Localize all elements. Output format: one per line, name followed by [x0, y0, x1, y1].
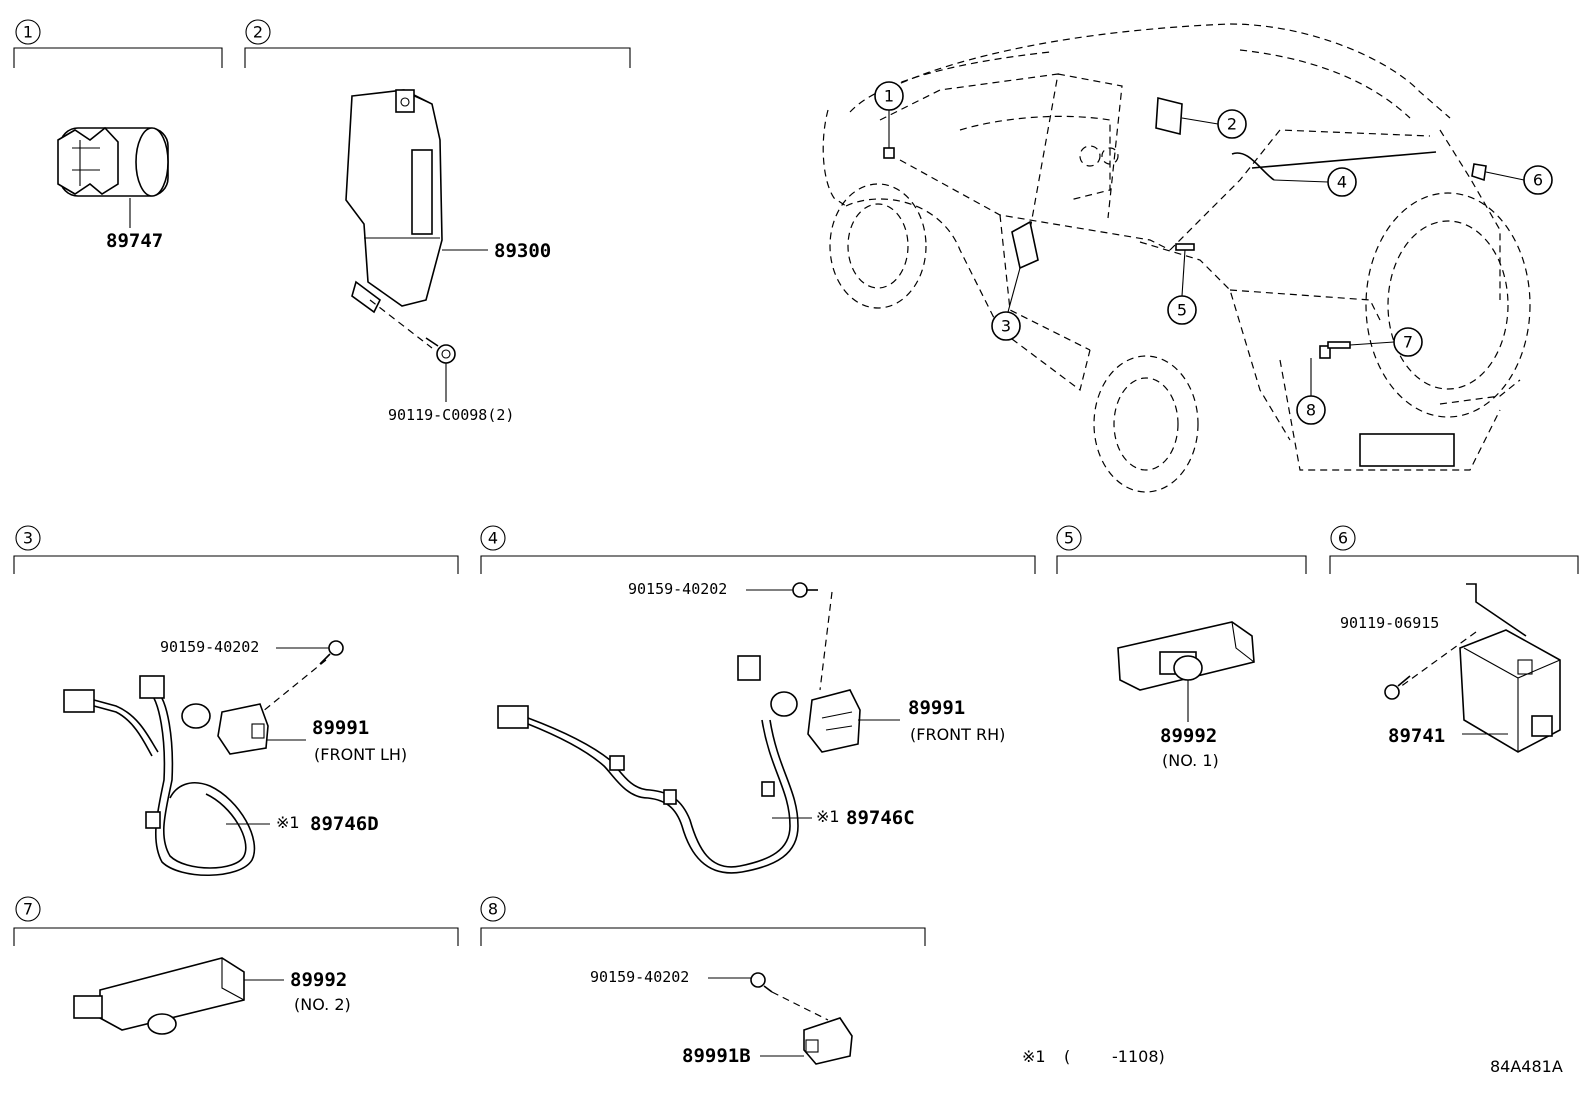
section-1-header: 1 [13, 19, 223, 68]
part-90159-40202-s4-label: 90159-40202 [628, 580, 727, 598]
callout-4: 4 [1337, 173, 1347, 192]
part-89746c-mark: ※1 [816, 807, 840, 826]
part-89746d-label: 89746D [310, 813, 379, 835]
section-7-header: 7 [13, 896, 459, 946]
bolt-icon [425, 337, 456, 364]
callout-7: 7 [1403, 333, 1413, 352]
section-3-number: 3 [23, 529, 33, 548]
part-89991-front-rh-label: 89991 [908, 697, 965, 719]
section-8-header: 8 [480, 896, 926, 946]
part-89746c-label: 89746C [846, 807, 915, 829]
buzzer-icon [73, 957, 245, 1035]
clearance-sensor-icon [803, 1017, 853, 1065]
section-3-header: 3 [13, 525, 459, 574]
callout-6: 6 [1533, 171, 1543, 190]
part-90159-40202-s3-label: 90159-40202 [160, 638, 259, 656]
section-4-header: 4 [480, 525, 1036, 574]
footnote-mark: ※1 [1022, 1047, 1046, 1066]
part-89741-label: 89741 [1388, 725, 1445, 747]
callout-1: 1 [884, 87, 894, 106]
part-90159-40202-s8-label: 90159-40202 [590, 968, 689, 986]
diagram-code: 84A481A [1490, 1057, 1563, 1076]
clearance-sensor-icon [807, 689, 861, 753]
part-89991-front-lh-label: 89991 [312, 717, 369, 739]
section-4-number: 4 [488, 529, 498, 548]
part-89992-no2-label: 89992 [290, 969, 347, 991]
part-89747-label: 89747 [106, 230, 163, 252]
bolt-icon [750, 972, 773, 993]
clearance-sensor-icon [57, 126, 169, 197]
part-89991-front-lh-note: (FRONT LH) [314, 745, 407, 764]
part-89991-front-rh-note: (FRONT RH) [910, 725, 1005, 744]
part-89992-no1-note: (NO. 1) [1162, 751, 1219, 770]
part-89991b-label: 89991B [682, 1045, 751, 1067]
callout-3: 3 [1001, 317, 1011, 336]
part-89300-label: 89300 [494, 240, 551, 262]
section-6-header: 6 [1329, 525, 1579, 574]
section-7-number: 7 [23, 900, 33, 919]
section-1-number: 1 [23, 23, 33, 42]
section-8-number: 8 [488, 900, 498, 919]
vehicle-outline-icon [822, 23, 1531, 493]
footnote-open: ( [1064, 1047, 1070, 1066]
part-89992-no1-label: 89992 [1160, 725, 1217, 747]
computer-ecu-icon [1459, 583, 1561, 753]
bolt-icon [1384, 675, 1411, 700]
vehicle-callouts: 1 2 3 4 5 6 7 8 [874, 81, 1553, 425]
bolt-icon [319, 640, 344, 665]
clearance-sensor-icon [217, 703, 269, 755]
part-90119-06915-label: 90119-06915 [1340, 614, 1439, 632]
wire-harness-icon [63, 675, 256, 877]
section-2-number: 2 [253, 23, 263, 42]
part-89992-no2-note: (NO. 2) [294, 995, 351, 1014]
footnote-range: -1108) [1112, 1047, 1165, 1066]
callout-8: 8 [1306, 401, 1316, 420]
callout-2: 2 [1227, 115, 1237, 134]
computer-ecu-icon [345, 89, 443, 314]
wire-harness-icon [497, 655, 799, 874]
callout-5: 5 [1177, 301, 1187, 320]
section-5-header: 5 [1056, 525, 1307, 574]
section-5-number: 5 [1064, 529, 1074, 548]
bolt-icon [792, 582, 818, 598]
buzzer-icon [1117, 621, 1255, 691]
section-6-number: 6 [1338, 529, 1348, 548]
part-90119-c0098-label: 90119-C0098(2) [388, 406, 514, 424]
part-89746d-mark: ※1 [276, 813, 300, 832]
footnote: ※1 ( -1108) [1022, 1047, 1165, 1066]
section-2-header: 2 [244, 19, 631, 68]
